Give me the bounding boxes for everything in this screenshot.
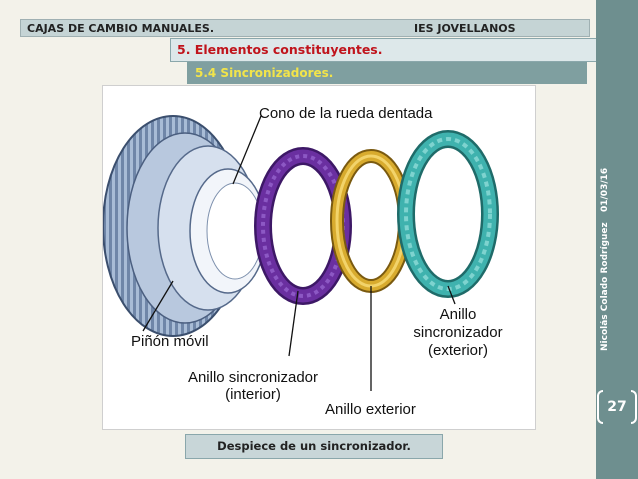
school-name: IES JOVELLANOS bbox=[414, 22, 516, 35]
label-inner-ring-line1: Anillo sincronizador bbox=[187, 369, 319, 386]
synchronizer-illustration bbox=[103, 115, 499, 391]
header-bar: CAJAS DE CAMBIO MANUALES. IES JOVELLANOS bbox=[20, 19, 590, 37]
course-title: CAJAS DE CAMBIO MANUALES. bbox=[27, 22, 215, 35]
subsection-title: 5.4 Sincronizadores. bbox=[187, 62, 587, 84]
page-number-bracket-left bbox=[597, 390, 603, 424]
gear-pinion bbox=[103, 115, 267, 337]
slide-date: 01/03/16 bbox=[600, 167, 610, 213]
label-ext-ring-line3: (exterior) bbox=[427, 342, 488, 359]
page-number: 27 bbox=[607, 399, 627, 415]
author-name: Nicolás Colado Rodríguez bbox=[600, 222, 610, 352]
leader-lines bbox=[142, 115, 456, 391]
label-cone: Cono de la rueda dentada bbox=[259, 105, 433, 122]
label-outer-ring: Anillo exterior bbox=[325, 401, 416, 418]
side-panel bbox=[596, 0, 638, 479]
label-ext-ring-line1: Anillo bbox=[439, 306, 477, 323]
label-ext-ring-line2: sincronizador bbox=[413, 324, 503, 341]
label-pinion: Piñón móvil bbox=[131, 333, 209, 350]
section-title: 5. Elementos constituyentes. bbox=[170, 38, 624, 62]
page-number-bracket-right bbox=[631, 390, 637, 424]
synchronizer-figure: Cono de la rueda dentada Piñón móvil Ani… bbox=[102, 85, 536, 430]
external-synchronizer-ring bbox=[397, 130, 499, 298]
figure-caption: Despiece de un sincronizador. bbox=[185, 434, 443, 459]
label-inner-ring-line2: (interior) bbox=[225, 386, 281, 403]
